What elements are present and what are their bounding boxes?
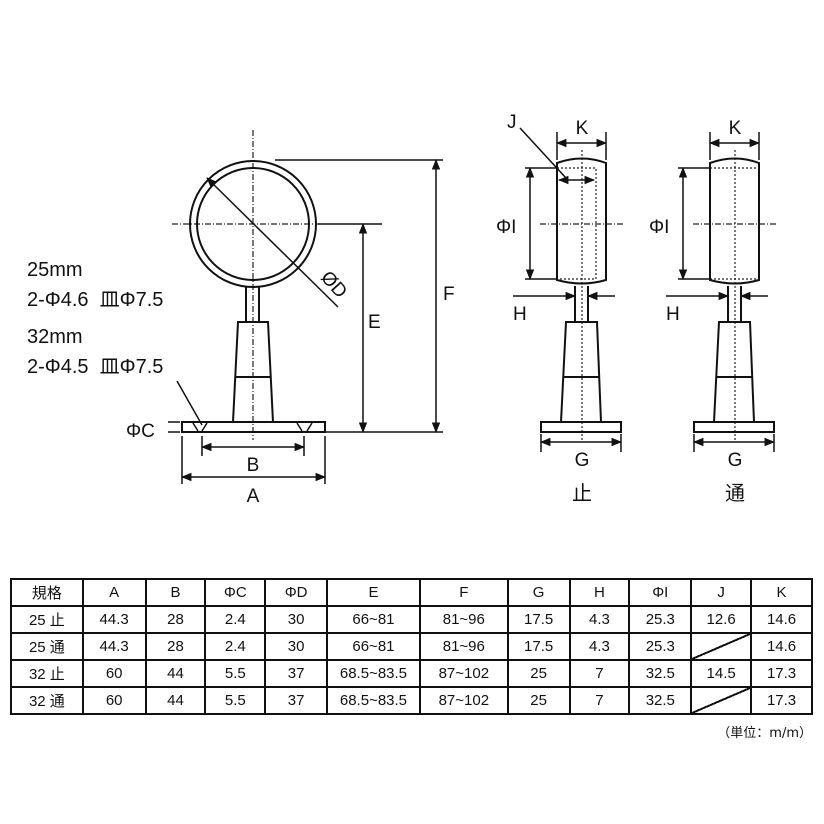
- header-cell: E: [326, 578, 421, 607]
- table-cell: 32.5: [628, 659, 693, 688]
- label-j: J: [507, 112, 517, 133]
- table-cell: 68.5~83.5: [326, 659, 421, 688]
- table-cell: 7: [568, 686, 631, 715]
- label-k: K: [729, 118, 742, 139]
- base-plate: [181, 421, 326, 433]
- table-cell: 17.3: [750, 686, 813, 715]
- table-cell: 12.6: [690, 605, 753, 634]
- view-title-stop: 止: [572, 482, 592, 505]
- table-cell: [690, 686, 753, 715]
- label-c: ΦC: [126, 421, 155, 442]
- label-b: B: [247, 455, 260, 476]
- note-25-hole: 2-Φ4.6 皿Φ7.5: [27, 289, 164, 311]
- table-cell: 37: [264, 659, 329, 688]
- header-cell: A: [81, 578, 147, 607]
- label-d: ØD: [316, 267, 351, 302]
- technical-drawing: B A E F ΦC ØD J K ΦI H G 止: [126, 112, 778, 507]
- table-cell: 28: [144, 605, 207, 634]
- table-cell: 44: [144, 686, 207, 715]
- label-a: A: [247, 486, 260, 507]
- table-cell: 66~81: [326, 605, 421, 634]
- table-cell: 87~102: [418, 686, 509, 715]
- table-cell: 5.5: [204, 686, 267, 715]
- table-cell: 14.5: [690, 659, 753, 688]
- hole-leader: [176, 380, 203, 426]
- table-cell: 28: [144, 632, 207, 661]
- table-cell: 14.6: [750, 605, 813, 634]
- label-i: ΦI: [496, 217, 516, 238]
- table-cell: 32 通: [10, 686, 84, 715]
- table-cell: 4.3: [568, 605, 631, 634]
- note-25-size: 25mm: [27, 259, 83, 281]
- table-cell: 25.3: [628, 632, 693, 661]
- table-cell: 14.6: [750, 632, 813, 661]
- table-cell: 25: [506, 686, 571, 715]
- table-cell: 25 止: [10, 605, 84, 634]
- table-cell: 60: [81, 659, 147, 688]
- table-cell: 25.3: [628, 605, 693, 634]
- table-cell: 68.5~83.5: [326, 686, 421, 715]
- unit-note: （単位：m/m）: [717, 726, 812, 741]
- side-view-stop: J K ΦI H G 止: [496, 112, 625, 505]
- table-cell: 5.5: [204, 659, 267, 688]
- label-h: H: [513, 304, 527, 325]
- label-g: G: [575, 450, 590, 471]
- header-cell: H: [568, 578, 631, 607]
- header-cell: ΦI: [628, 578, 693, 607]
- table-cell: 81~96: [418, 632, 509, 661]
- note-32-hole: 2-Φ4.5 皿Φ7.5: [27, 356, 164, 378]
- label-k: K: [576, 118, 589, 139]
- header-cell: 規格: [10, 578, 84, 607]
- label-f: F: [443, 284, 455, 305]
- label-i: ΦI: [649, 217, 669, 238]
- table-cell: [690, 632, 753, 661]
- table-cell: 25: [506, 659, 571, 688]
- header-cell: F: [418, 578, 509, 607]
- label-g: G: [728, 450, 743, 471]
- table-cell: 66~81: [326, 632, 421, 661]
- table-cell: 4.3: [568, 632, 631, 661]
- header-cell: ΦC: [204, 578, 267, 607]
- table-cell: 44: [144, 659, 207, 688]
- table-cell: 87~102: [418, 659, 509, 688]
- table-cell: 32.5: [628, 686, 693, 715]
- view-title-through: 通: [725, 482, 745, 505]
- front-view: B A E F ΦC ØD: [126, 130, 455, 507]
- table-cell: 81~96: [418, 605, 509, 634]
- table-cell: 2.4: [204, 632, 267, 661]
- header-cell: B: [144, 578, 207, 607]
- table-cell: 44.3: [81, 605, 147, 634]
- label-e: E: [368, 312, 381, 333]
- table-cell: 17.5: [506, 632, 571, 661]
- stem: [245, 287, 260, 322]
- table-cell: 17.5: [506, 605, 571, 634]
- header-cell: J: [690, 578, 753, 607]
- header-cell: G: [506, 578, 571, 607]
- header-cell: K: [750, 578, 813, 607]
- table-cell: 32 止: [10, 659, 84, 688]
- note-32-size: 32mm: [27, 326, 83, 348]
- table-cell: 30: [264, 632, 329, 661]
- table-cell: 44.3: [81, 632, 147, 661]
- table-cell: 7: [568, 659, 631, 688]
- table-cell: 25 通: [10, 632, 84, 661]
- side-view-through: K ΦI H G 通: [649, 118, 778, 505]
- table-cell: 2.4: [204, 605, 267, 634]
- table-cell: 37: [264, 686, 329, 715]
- table-cell: 30: [264, 605, 329, 634]
- table-cell: 17.3: [750, 659, 813, 688]
- table-cell: 60: [81, 686, 147, 715]
- diameter-d-line: [206, 177, 339, 308]
- header-cell: ΦD: [264, 578, 329, 607]
- ring-outer: [189, 160, 317, 288]
- label-h: H: [666, 304, 680, 325]
- ring-inner: [196, 167, 310, 281]
